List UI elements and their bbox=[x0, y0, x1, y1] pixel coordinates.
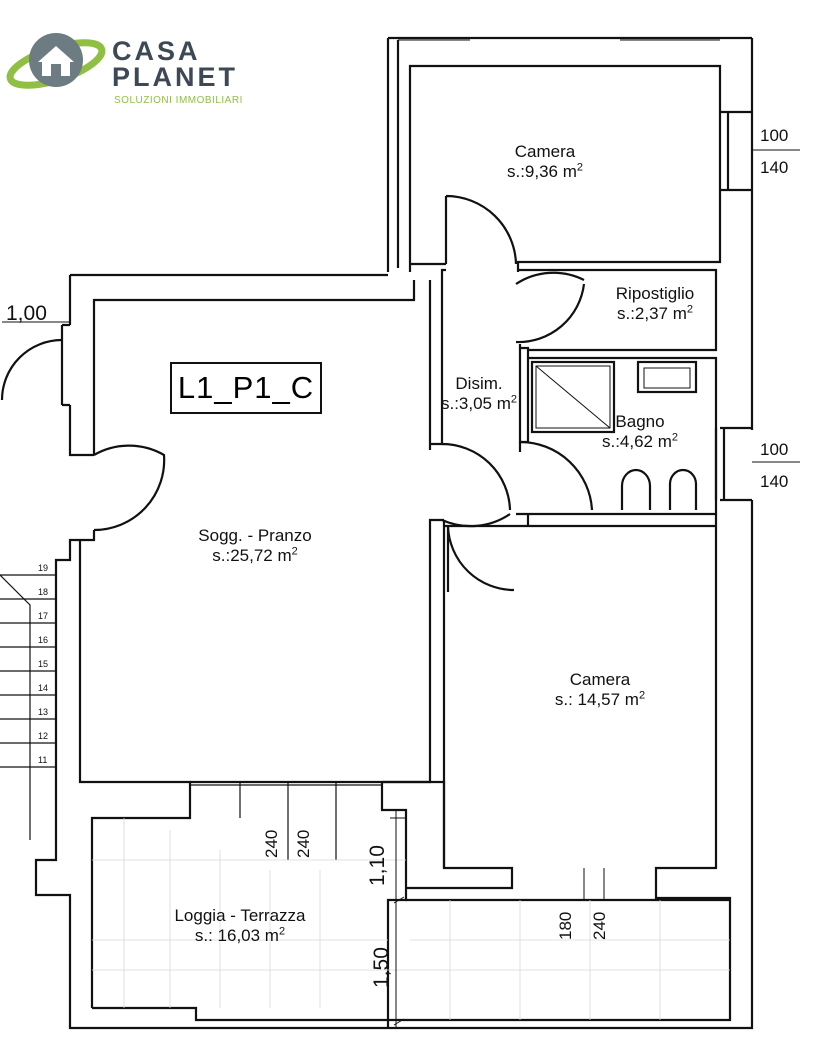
loggia-grid bbox=[92, 818, 730, 1020]
wall-loggia-bottom bbox=[92, 514, 732, 1022]
wall-bath bbox=[516, 356, 718, 526]
room-label-camera-1: Camera s.:9,36 m2 bbox=[480, 142, 610, 181]
stair-step-number: 11 bbox=[38, 755, 48, 765]
room-name: Disim. bbox=[455, 374, 503, 393]
room-area: s.:3,05 m2 bbox=[440, 392, 518, 413]
dim-window-bath-2: 140 bbox=[760, 472, 789, 491]
logo-name-line-2: PLANET bbox=[112, 62, 238, 92]
wall-living-inner-left bbox=[78, 540, 192, 1008]
door-arc-bagno bbox=[519, 440, 594, 511]
dim-door-loggia-2: 240 bbox=[294, 829, 313, 858]
room-label-disim: Disim. s.:3,05 m2 bbox=[424, 374, 534, 413]
room-label-loggia: Loggia - Terrazza s.: 16,03 m2 bbox=[150, 906, 330, 945]
sink-basin bbox=[643, 367, 691, 389]
wall-living-left bbox=[34, 530, 754, 1030]
room-area: s.: 14,57 m2 bbox=[554, 688, 646, 709]
bidet bbox=[620, 468, 652, 510]
dim-window-bath-1: 100 bbox=[760, 440, 789, 459]
loggia-door bbox=[190, 782, 382, 860]
stair-step-number: 15 bbox=[38, 659, 49, 669]
dim-window-camera-2: 240 bbox=[590, 911, 609, 940]
shower-diag bbox=[535, 365, 611, 429]
dim-depth-2: 1,50 bbox=[370, 947, 393, 988]
wc bbox=[668, 468, 698, 510]
room-name: Sogg. - Pranzo bbox=[198, 526, 312, 545]
wall-bedroom2 bbox=[442, 520, 716, 868]
stairs bbox=[0, 574, 56, 840]
room-label-ripostiglio: Ripostiglio s.:2,37 m2 bbox=[590, 284, 720, 323]
door-arc-disim bbox=[441, 442, 512, 528]
dimension-lines bbox=[2, 149, 800, 1028]
stair-step-number: 18 bbox=[38, 587, 49, 597]
stair-step-number: 13 bbox=[38, 707, 49, 717]
room-area: s.:2,37 m2 bbox=[616, 302, 694, 323]
dim-door-loggia-1: 240 bbox=[262, 829, 281, 858]
logo-name-line-1: CASA bbox=[112, 36, 201, 66]
window-bagno bbox=[714, 428, 726, 500]
wall-living-bottom bbox=[190, 518, 444, 784]
shower-tray bbox=[530, 360, 616, 434]
shower-inner bbox=[535, 365, 611, 429]
door-arc-ripostiglio bbox=[515, 271, 586, 344]
stair-step-number: 12 bbox=[38, 731, 49, 741]
door-arc-left bbox=[0, 338, 63, 401]
dim-left-width: 1,00 bbox=[6, 302, 47, 325]
room-name: Camera bbox=[569, 670, 631, 689]
room-name: Ripostiglio bbox=[615, 284, 695, 303]
wall-mid-loggia bbox=[380, 782, 408, 1028]
wall-ripostiglio bbox=[518, 268, 718, 352]
planet-house-icon bbox=[6, 33, 106, 89]
casa-planet-logo: CASA PLANET SOLUZIONI IMMOBILIARI bbox=[4, 12, 244, 106]
room-label-bagno: Bagno s.:4,62 m2 bbox=[580, 412, 700, 451]
room-name: Loggia - Terrazza bbox=[174, 906, 306, 925]
dim-window-top-2: 140 bbox=[760, 158, 789, 177]
room-area: s.:4,62 m2 bbox=[601, 430, 679, 451]
stair-step-number: 19 bbox=[38, 563, 49, 573]
room-name: Camera bbox=[514, 142, 576, 161]
room-label-camera-2: Camera s.: 14,57 m2 bbox=[530, 670, 670, 709]
window-camera-1 bbox=[718, 112, 754, 190]
wall-corridor-left bbox=[428, 268, 446, 450]
door-arc-camera-1 bbox=[444, 194, 518, 265]
dim-window-camera-1: 180 bbox=[556, 911, 575, 940]
wall-outer-top bbox=[386, 36, 754, 272]
logo-tagline: SOLUZIONI IMMOBILIARI bbox=[114, 95, 243, 106]
room-area: s.:25,72 m2 bbox=[212, 544, 298, 565]
room-area: s.: 16,03 m2 bbox=[194, 924, 286, 945]
unit-code-tag: L1_P1_C bbox=[170, 362, 322, 414]
room-name: Bagno bbox=[615, 412, 665, 431]
wall-loggia-top bbox=[382, 780, 730, 902]
wall-outer-living bbox=[60, 273, 416, 457]
stair-step-number: 14 bbox=[38, 683, 49, 693]
sink bbox=[636, 360, 698, 394]
dim-window-top-1: 100 bbox=[760, 126, 789, 145]
wall-outer-right bbox=[516, 188, 754, 1020]
door-arc-entrance bbox=[93, 444, 166, 532]
dim-depth-1: 1,10 bbox=[366, 845, 389, 886]
room-label-soggiorno: Sogg. - Pranzo s.:25,72 m2 bbox=[170, 526, 340, 565]
stair-step-number: 16 bbox=[38, 635, 49, 645]
stair-step-number: 17 bbox=[38, 611, 49, 621]
door-arc-camera-2 bbox=[446, 525, 515, 592]
room-area: s.:9,36 m2 bbox=[506, 160, 584, 181]
